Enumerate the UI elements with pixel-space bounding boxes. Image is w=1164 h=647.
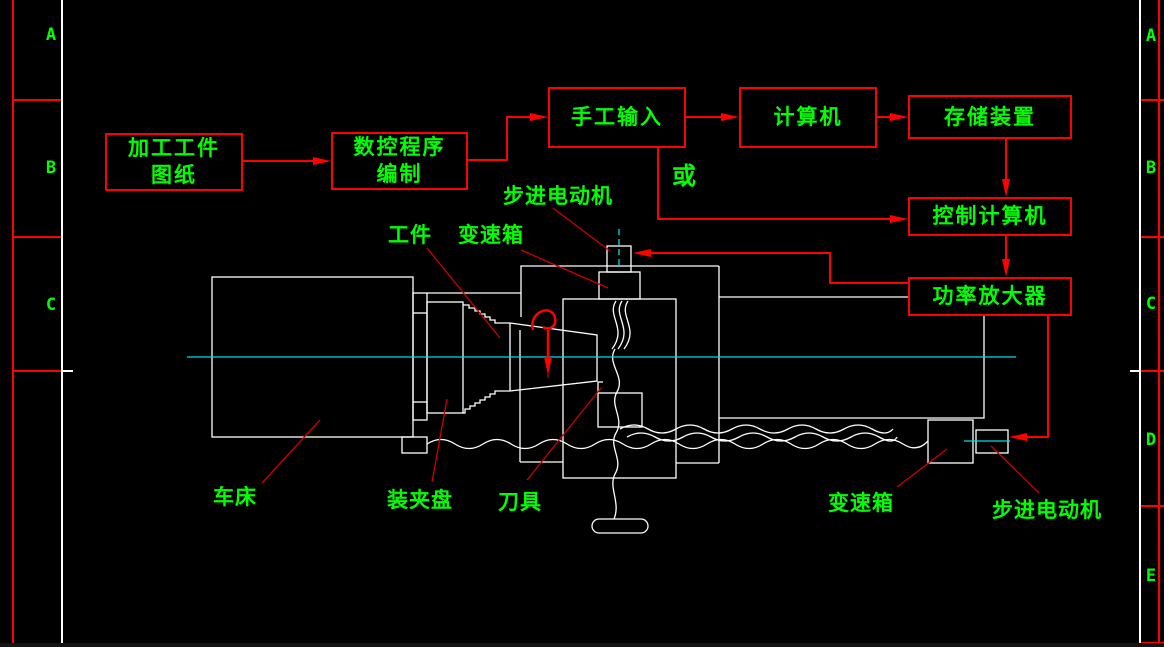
label-workpiece: 工件 xyxy=(388,223,432,247)
leader-lathe xyxy=(261,419,321,484)
bed-break-wave-2 xyxy=(619,424,894,434)
arrowhead-to-programming xyxy=(313,157,331,165)
box-workpiece-drawing-line2: 图纸 xyxy=(151,163,197,187)
headstock-foot xyxy=(401,436,428,454)
arrowhead-to-top-stepper xyxy=(633,249,651,257)
arrowhead-to-right-stepper xyxy=(1009,433,1027,441)
upper-block xyxy=(520,265,719,317)
gearbox-top-box xyxy=(598,271,641,300)
leader-stepper-top xyxy=(552,207,611,252)
arrowhead-to-control-computer-top xyxy=(1002,179,1010,197)
box-nc-programming: 数控程序 编制 xyxy=(331,132,468,190)
box-power-amplifier-label: 功率放大器 xyxy=(932,284,1048,308)
box-storage-device: 存储装置 xyxy=(908,95,1072,139)
gearbox-right-box xyxy=(927,419,974,464)
arrowhead-to-control-computer-left xyxy=(890,215,908,223)
zone-letter-left-b: B xyxy=(45,158,57,178)
box-storage-device-label: 存储装置 xyxy=(944,104,1036,129)
headstock xyxy=(211,276,414,438)
arrowhead-to-power-amplifier xyxy=(1002,259,1010,277)
box-nc-programming-line2: 编制 xyxy=(376,162,423,186)
box-workpiece-drawing: 加工工件 图纸 xyxy=(105,133,243,191)
rotation-arrow xyxy=(531,309,557,378)
leader-tool xyxy=(526,387,602,481)
pedal xyxy=(591,518,649,534)
leader-gearbox-right xyxy=(896,448,948,488)
label-lathe: 车床 xyxy=(213,485,257,509)
box-workpiece-drawing-line1: 加工工件 xyxy=(128,136,220,160)
box-power-amplifier: 功率放大器 xyxy=(908,277,1072,316)
box-nc-programming-line1: 数控程序 xyxy=(353,135,446,159)
leader-gearbox-top xyxy=(520,249,609,289)
box-manual-input-label: 手工输入 xyxy=(571,105,663,129)
centerlines xyxy=(187,229,1016,442)
zone-letter-right-b: B xyxy=(1145,158,1157,178)
leader-lines xyxy=(261,207,1040,494)
bed-break-wave-3 xyxy=(626,432,898,442)
box-computer-label: 计算机 xyxy=(773,105,843,129)
zone-letter-left-a: A xyxy=(45,25,57,45)
leader-workpiece xyxy=(426,247,501,339)
jaw-steps-top xyxy=(463,304,510,324)
bottom-edge-strip xyxy=(0,643,1164,647)
label-gearbox-right: 变速箱 xyxy=(828,491,894,515)
arrowhead-to-storage xyxy=(890,113,908,121)
label-gearbox-top: 变速箱 xyxy=(458,223,524,247)
jaw-steps-bottom xyxy=(463,390,510,414)
zone-letter-right-c: C xyxy=(1145,294,1157,314)
lathe-machine xyxy=(211,245,1009,534)
bed-break-wave-main xyxy=(426,438,929,450)
zone-letter-right-a: A xyxy=(1145,26,1157,46)
box-control-computer: 控制计算机 xyxy=(908,197,1072,236)
label-stepper-top: 步进电动机 xyxy=(503,184,613,208)
zone-letter-left-c: C xyxy=(45,295,57,315)
label-chuck: 装夹盘 xyxy=(387,488,453,512)
tool-holder xyxy=(597,392,643,428)
leader-chuck xyxy=(431,398,448,483)
stepper-motor-right-box xyxy=(975,429,1009,454)
arrowhead-to-manual-input xyxy=(530,113,548,121)
label-tool: 刀具 xyxy=(498,490,542,514)
belt-curve xyxy=(611,300,619,350)
box-control-computer-label: 控制计算机 xyxy=(932,204,1048,228)
stepper-motor-top-box xyxy=(606,245,632,273)
carriage-column xyxy=(562,298,677,479)
chuck-body xyxy=(426,301,464,414)
label-stepper-right: 步进电动机 xyxy=(992,498,1102,522)
arrowhead-to-computer xyxy=(721,113,739,121)
box-manual-input: 手工输入 xyxy=(548,87,686,148)
workpiece-cone xyxy=(509,322,598,392)
hanging-cable xyxy=(612,348,620,520)
chuck-backplate xyxy=(412,292,428,421)
or-label: 或 xyxy=(672,162,696,190)
zone-letter-right-e: E xyxy=(1145,566,1157,586)
zone-letter-right-d: D xyxy=(1145,430,1157,450)
box-computer: 计算机 xyxy=(739,87,877,148)
leader-stepper-right xyxy=(990,445,1040,494)
